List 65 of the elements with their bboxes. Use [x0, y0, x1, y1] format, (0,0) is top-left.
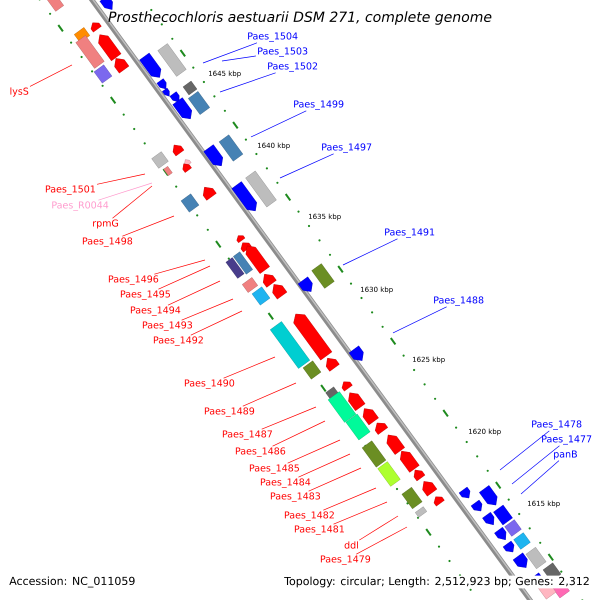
leader-line [202, 42, 258, 64]
leader-line [222, 56, 256, 62]
gene-label: Paes_1482 [284, 511, 334, 521]
leader-line [500, 430, 550, 470]
leader-line [261, 406, 316, 430]
leader-line [272, 420, 326, 446]
leader-line [223, 356, 276, 378]
leader-line [342, 238, 398, 266]
leader-line [287, 440, 340, 464]
leader-line [122, 216, 174, 236]
leader-line [154, 260, 206, 274]
gene-label: Paes_1493 [142, 321, 192, 331]
leader-line [98, 182, 152, 200]
gene-label: Paes_1501 [46, 185, 95, 195]
leader-line [96, 174, 146, 185]
gene-label: Paes_1492 [154, 336, 203, 346]
leader-line [181, 298, 234, 320]
leader-line [308, 468, 362, 492]
gene-label: Paes_1486 [236, 447, 286, 457]
gene-label: Paes_1488 [434, 296, 484, 306]
gene-label: Paes_1503 [258, 47, 308, 57]
leader-line [322, 488, 376, 510]
leader-line [358, 516, 398, 540]
gene-label: Paes_1498 [82, 237, 132, 247]
leader-line [30, 64, 72, 87]
leader-line [298, 454, 350, 478]
gene-label: Paes_1499 [294, 100, 344, 110]
gene-label: Paes_1489 [204, 407, 254, 417]
gene-label: Paes_1494 [130, 306, 180, 316]
leader-line [190, 310, 242, 336]
leader-line [112, 186, 152, 219]
gene-label: ddl [344, 541, 358, 549]
gene-label: Paes_1478 [532, 420, 582, 430]
gene-label: Paes_1497 [322, 143, 372, 153]
gene-label: Paes_1485 [250, 464, 299, 474]
gene-label: rpmG [93, 219, 118, 228]
genome-info-text: Topology: circular; Length: 2,512,923 bp; Genes: 2,312 [283, 576, 591, 588]
gene-label: Paes_1477 [542, 435, 592, 445]
leader-line [356, 526, 408, 554]
gene-label: Paes_1504 [248, 32, 298, 42]
accession-text: Accession: NC_011059 [9, 576, 135, 588]
leader-line [520, 460, 560, 494]
gene-label: Paes_1481 [294, 525, 344, 535]
leader-line [280, 154, 334, 178]
gene-label: Paes_1490 [184, 379, 234, 389]
gene-label: Paes_1484 [260, 478, 310, 488]
gene-label: Paes_1483 [270, 492, 320, 502]
gene-label: panB [554, 450, 577, 460]
gene-label: Paes_1487 [222, 430, 272, 440]
gene-label: Paes_1495 [120, 290, 170, 300]
leader-line [242, 382, 296, 406]
leader-line [392, 306, 447, 334]
leader-line [158, 266, 210, 290]
leader-line [250, 110, 307, 138]
gene-label: Paes_1479 [320, 555, 370, 565]
leader-line [220, 72, 276, 92]
gene-label: Paes_R0044 [52, 201, 108, 211]
gene-label: Paes_1491 [385, 228, 434, 238]
leader-line [333, 502, 388, 524]
gene-label: Paes_1502 [268, 62, 318, 72]
gene-label: Paes_1496 [108, 275, 158, 285]
title: Prosthecochloris aestuarii DSM 271, complete genome [108, 11, 492, 25]
gene-label: lysS [10, 87, 28, 97]
leader-line [512, 445, 560, 484]
leader-line [168, 280, 220, 306]
